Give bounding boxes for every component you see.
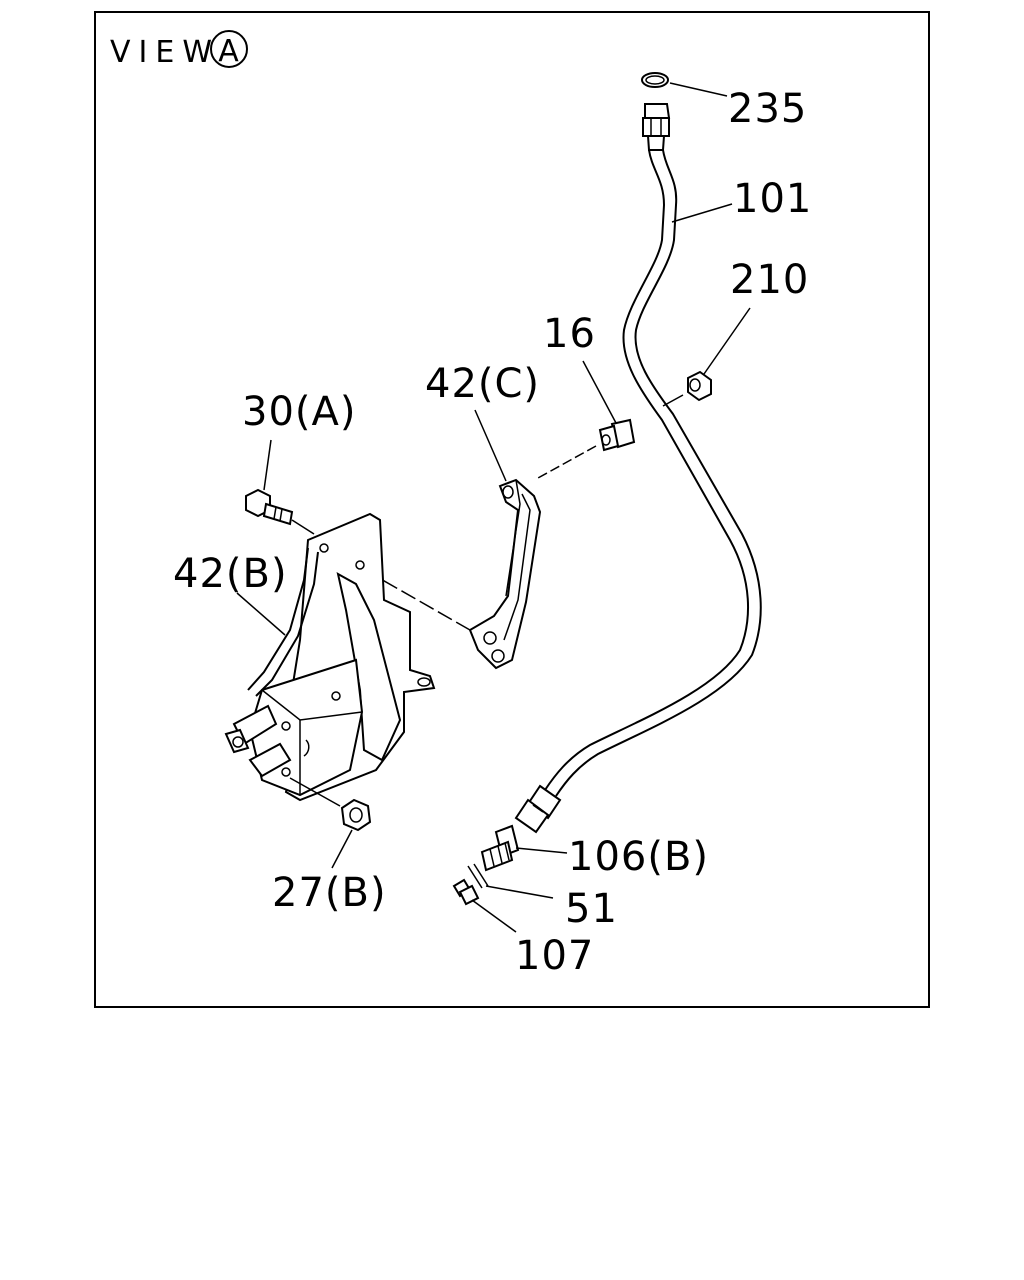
callout-106b: 106(B) [568,834,709,880]
part-107-bleeder [452,878,480,906]
dash-30a [291,519,315,535]
callout-30a: 30(A) [242,389,356,435]
diagram-frame [94,11,930,1008]
dash-210 [662,394,684,407]
view-letter-badge: A [210,30,248,69]
leader-106b [515,847,568,854]
part-106b-union [480,824,520,872]
leader-27b [331,829,353,869]
part-101-pipe [514,103,762,834]
leader-210 [703,307,751,375]
part-30a-bolt [245,488,294,526]
view-letter: A [218,34,240,69]
callout-42c: 42(C) [425,361,540,407]
dash-16 [537,445,597,479]
leader-235 [669,82,728,97]
leader-42b [236,592,286,636]
callout-51: 51 [565,886,618,932]
part-235-o-ring [641,72,669,88]
callout-101: 101 [733,176,812,222]
callout-210: 210 [730,257,809,303]
callout-235: 235 [728,86,807,132]
part-210-nut [687,370,712,402]
dash-42b-nut [289,777,341,807]
callout-107: 107 [515,933,594,979]
part-42b-bracket [224,512,436,802]
callout-16: 16 [543,311,596,357]
callout-27b: 27(B) [272,870,387,916]
callout-42b: 42(B) [173,551,288,597]
view-title: VIEW [110,35,220,70]
leader-42c [474,409,507,482]
part-27b-nut [340,798,372,832]
part-16-clip [598,418,636,452]
part-51-gasket [467,863,489,889]
leader-16 [582,360,617,424]
leader-101 [671,203,733,223]
leader-30a [263,439,272,491]
leader-51 [485,885,554,899]
leader-107 [471,899,517,933]
part-42c-bracket [468,478,542,670]
